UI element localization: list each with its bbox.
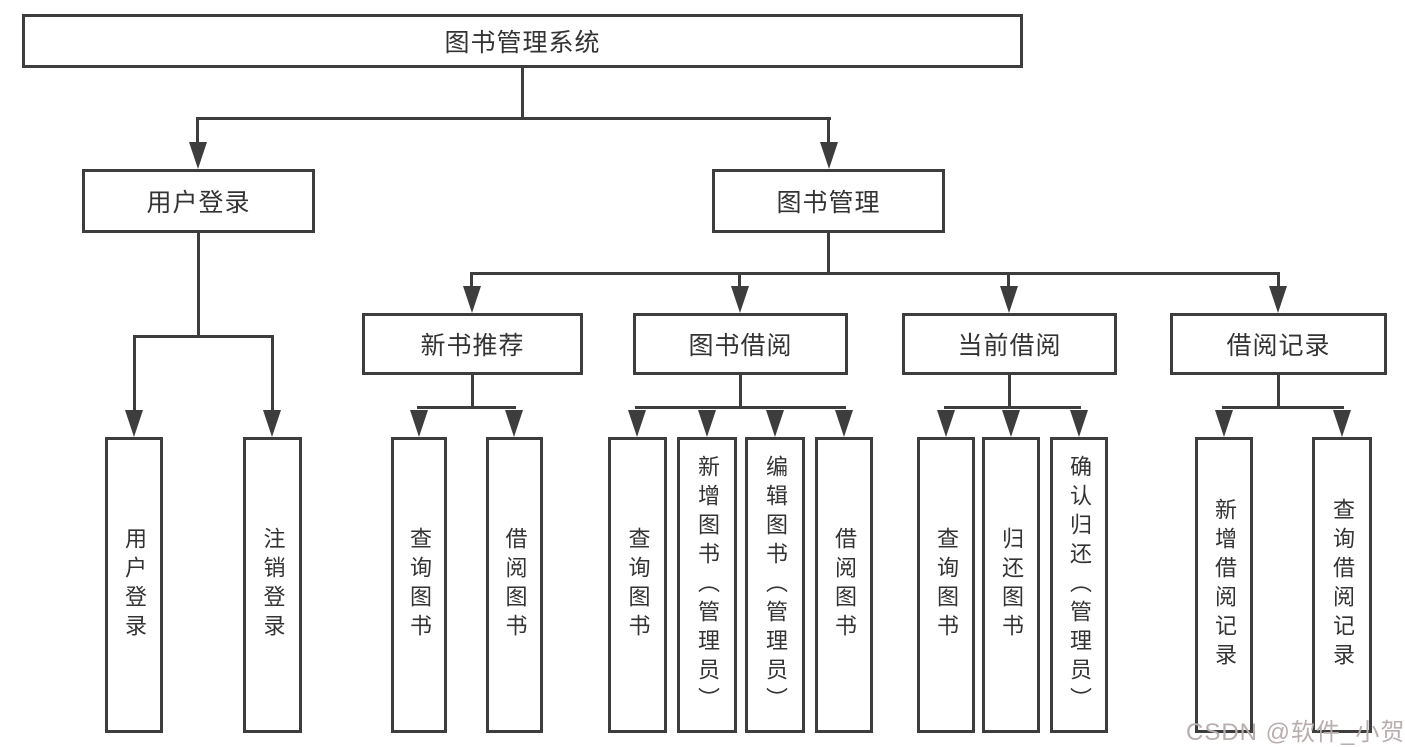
- node-new-book-recommend: 新书推荐: [362, 313, 583, 375]
- arrow-down-icon: [1333, 410, 1351, 437]
- connector-vline: [196, 117, 199, 145]
- leaf-label: 注销登录: [260, 527, 286, 643]
- node-label: 图书管理系统: [444, 29, 601, 57]
- connector-vline: [133, 335, 136, 412]
- arrow-down-icon: [1000, 286, 1018, 313]
- connector-hline: [1222, 406, 1344, 409]
- node-book-management: 图书管理: [712, 169, 945, 233]
- arrow-down-icon: [628, 410, 646, 437]
- leaf-query-books-borrow: 查询图书: [608, 437, 667, 733]
- leaf-return-books: 归还图书: [982, 437, 1040, 733]
- connector-hline: [635, 406, 846, 409]
- leaf-user-login: 用户登录: [105, 437, 163, 733]
- connector-vline: [197, 232, 200, 338]
- connector-hline: [417, 406, 516, 409]
- arrow-down-icon: [1215, 410, 1233, 437]
- node-label: 图书借阅: [688, 332, 793, 360]
- node-user-login: 用户登录: [82, 169, 315, 233]
- connector-hline: [944, 406, 1081, 409]
- leaf-label: 确认归还（管理员）: [1067, 454, 1092, 716]
- node-current-borrow: 当前借阅: [902, 313, 1117, 375]
- arrow-down-icon: [505, 410, 523, 437]
- node-root-library-system: 图书管理系统: [22, 14, 1023, 68]
- node-label: 当前借阅: [957, 332, 1062, 360]
- connector-vline: [1007, 272, 1010, 289]
- connector-vline: [1277, 374, 1280, 409]
- connector-vline: [471, 374, 474, 409]
- node-book-borrow: 图书借阅: [633, 313, 848, 375]
- arrow-down-icon: [1269, 286, 1287, 313]
- leaf-borrow-books-recommend: 借阅图书: [486, 437, 543, 733]
- connector-hline: [470, 272, 1280, 275]
- connector-vline: [739, 374, 742, 409]
- leaf-label: 归还图书: [999, 527, 1024, 643]
- leaf-add-borrow-record: 新增借阅记录: [1195, 437, 1253, 733]
- arrow-down-icon: [766, 410, 784, 437]
- leaf-logout: 注销登录: [243, 437, 302, 733]
- connector-vline: [827, 232, 830, 275]
- arrow-down-icon: [463, 286, 481, 313]
- connector-vline: [271, 335, 274, 412]
- leaf-label: 借阅图书: [832, 527, 857, 643]
- connector-vline: [470, 272, 473, 289]
- leaf-label: 新增借阅记录: [1212, 498, 1237, 672]
- arrow-down-icon: [1070, 410, 1088, 437]
- connector-vline: [1008, 374, 1011, 409]
- node-label: 新书推荐: [420, 332, 525, 360]
- leaf-label: 查询图书: [625, 527, 651, 643]
- leaf-label: 查询图书: [407, 527, 432, 643]
- leaf-borrow-books: 借阅图书: [815, 437, 873, 733]
- leaf-edit-book-admin: 编辑图书（管理员）: [745, 437, 805, 733]
- node-label: 图书管理: [776, 189, 881, 217]
- leaf-label: 借阅图书: [502, 527, 528, 643]
- connector-vline: [738, 272, 741, 289]
- arrow-down-icon: [731, 286, 749, 313]
- arrow-down-icon: [263, 410, 281, 437]
- arrow-down-icon: [820, 142, 838, 169]
- leaf-add-book-admin: 新增图书（管理员）: [677, 437, 737, 733]
- leaf-query-borrow-record: 查询借阅记录: [1312, 437, 1372, 733]
- arrow-down-icon: [937, 410, 955, 437]
- leaf-label: 新增图书（管理员）: [695, 454, 720, 716]
- connector-vline: [1277, 272, 1280, 289]
- leaf-label: 查询图书: [934, 527, 959, 643]
- leaf-confirm-return-admin: 确认归还（管理员）: [1050, 437, 1108, 733]
- leaf-label: 查询借阅记录: [1330, 498, 1355, 672]
- connector-hline: [133, 335, 274, 338]
- arrow-down-icon: [189, 142, 207, 169]
- leaf-query-books-current: 查询图书: [917, 437, 975, 733]
- csdn-watermark: CSDN @软件_小贺同学: [1186, 719, 1405, 746]
- arrow-down-icon: [835, 410, 853, 437]
- node-label: 用户登录: [146, 189, 251, 217]
- connector-vline: [827, 117, 830, 145]
- connector-hline: [196, 117, 831, 120]
- arrow-down-icon: [1002, 410, 1020, 437]
- leaf-label: 用户登录: [122, 527, 147, 643]
- node-label: 借阅记录: [1226, 332, 1331, 360]
- arrow-down-icon: [410, 410, 428, 437]
- leaf-query-books-recommend: 查询图书: [391, 437, 447, 733]
- arrow-down-icon: [698, 410, 716, 437]
- node-borrow-records: 借阅记录: [1170, 313, 1387, 375]
- connector-vline: [521, 67, 524, 120]
- arrow-down-icon: [125, 410, 143, 437]
- leaf-label: 编辑图书（管理员）: [763, 454, 788, 716]
